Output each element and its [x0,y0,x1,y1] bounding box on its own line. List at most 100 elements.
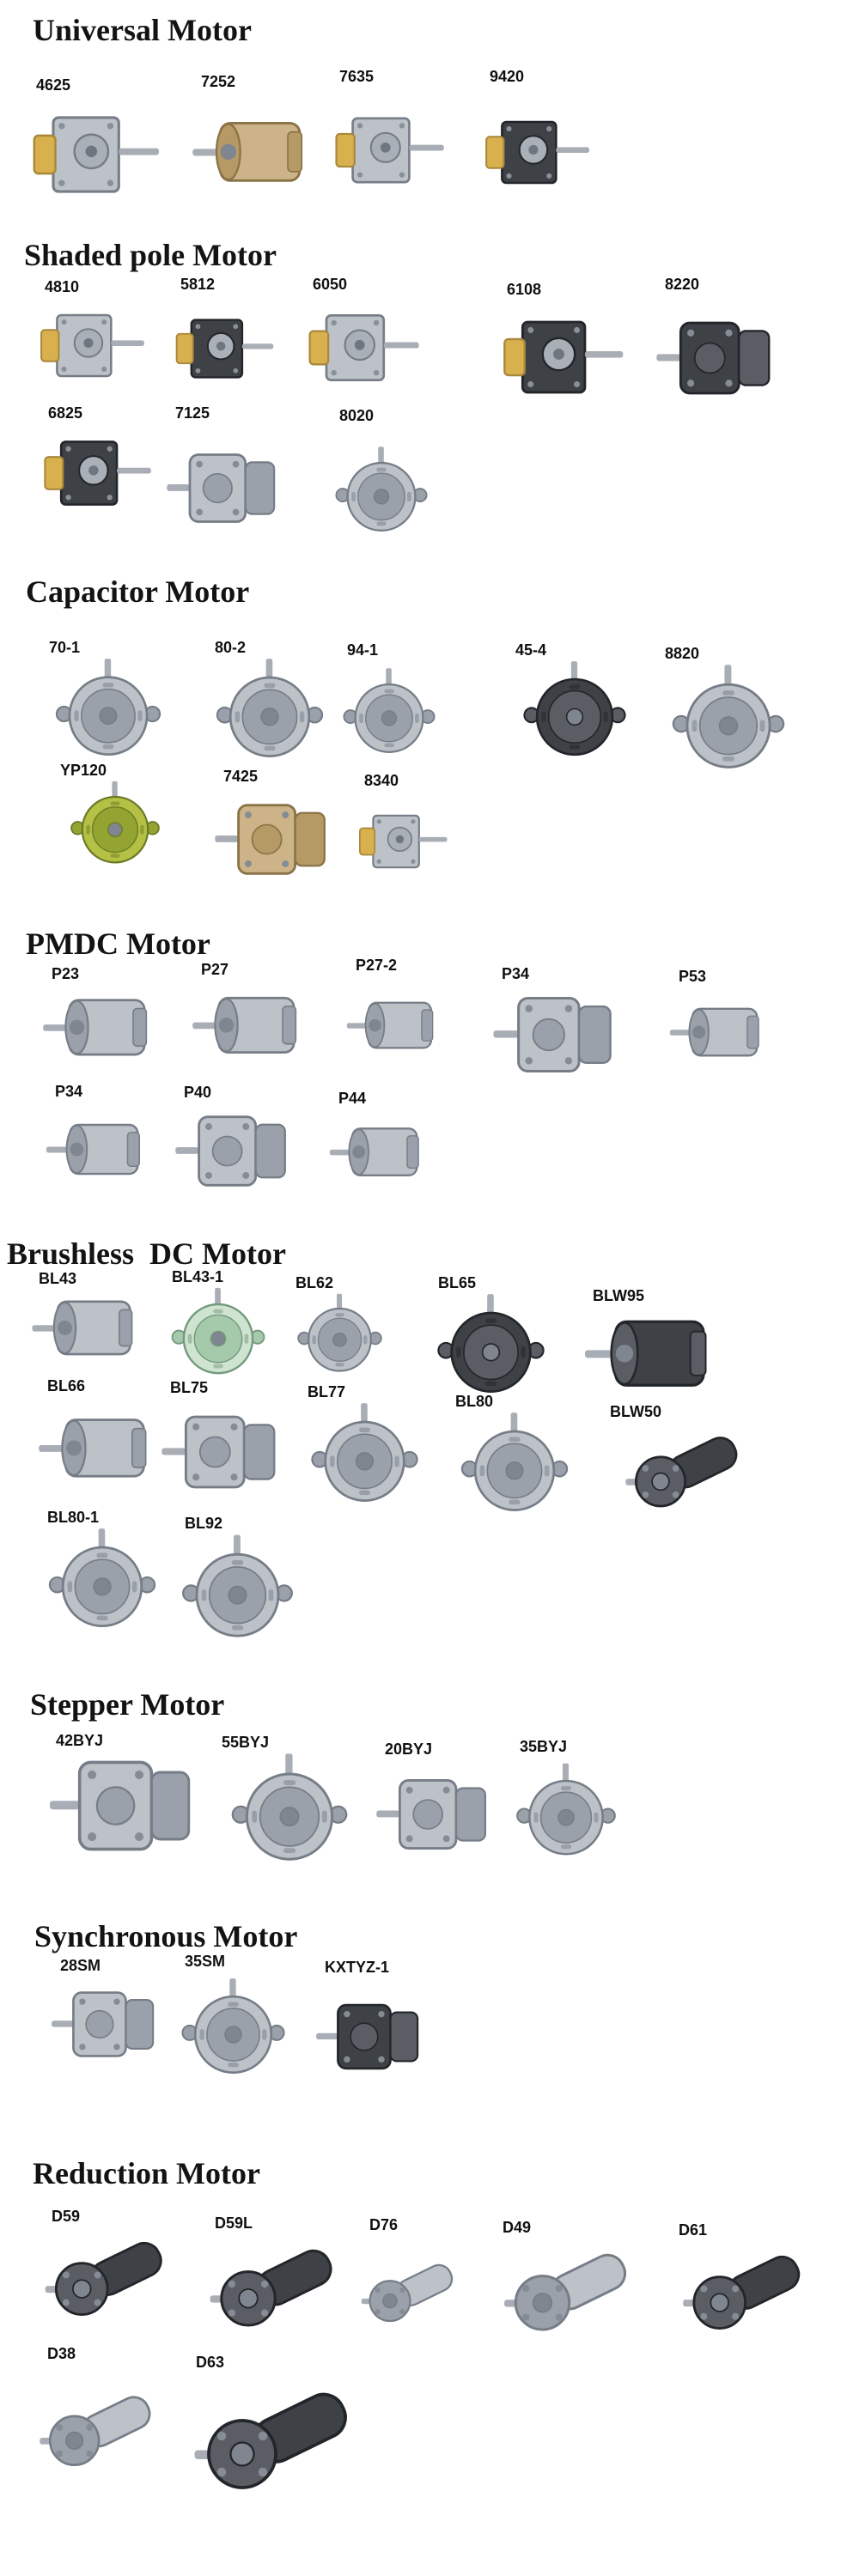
motor-item-7635: 7635 [329,67,448,215]
motor-model-label: BL66 [47,1377,86,1394]
motor-photo [204,657,335,760]
motor-photo [34,296,148,395]
motor-item-p44: P44 [328,1089,433,1198]
motor-photo [329,86,448,215]
motor-front-icon [217,659,322,756]
motor-item-55byj: 55BYJ [211,1733,368,1863]
motor-gear-icon [210,2245,337,2325]
motor-front-icon [336,447,426,531]
motor-photo [211,1752,368,1863]
motor-front-icon [298,1294,381,1371]
motor-item-28sm: 28SM [50,1956,168,2074]
motor-model-label: 45-4 [515,641,547,659]
motor-model-label: D49 [503,2219,532,2236]
motor-model-label: 5812 [180,276,216,293]
motor-front-icon [312,1403,417,1500]
motor-item-6050: 6050 [302,275,423,402]
motor-side-icon [192,123,302,180]
motor-item-42byj: 42BYJ [46,1731,210,1862]
motor-cframe-icon [41,315,144,376]
motor-model-label: D38 [47,2345,76,2362]
motor-item-yp120: YP120 [50,761,180,866]
motor-photo [213,786,340,893]
section-title-universal: Universal Motor [33,13,252,47]
motor-item-d38: D38 [37,2344,159,2492]
motor-front-icon [71,781,159,863]
motor-model-label: 20BYJ [385,1741,433,1758]
motor-photo [41,2226,172,2324]
motor-model-label: 28SM [60,1957,101,1974]
motor-item-35sm: 35SM [174,1952,292,2082]
motor-photo [491,983,627,1086]
motor-model-label: BL92 [185,1515,223,1532]
motor-item-bl43: BL43 [28,1269,150,1370]
motor-boxy-icon [316,2005,417,2069]
motor-front-icon [182,1978,283,2073]
motor-model-label: 6108 [507,281,542,298]
motor-photo [37,1527,168,1630]
motor-side-icon [670,1009,758,1055]
section-title-pmdc: PMDC Motor [26,927,210,961]
motor-model-label: P23 [52,965,80,982]
motor-model-label: BL43 [39,1270,77,1287]
motor-side-icon [43,1000,146,1054]
motor-model-label: 7252 [201,73,236,90]
motor-side-icon [39,1420,145,1477]
motor-cframe-icon [177,320,274,378]
motor-model-label: 35SM [185,1953,226,1970]
motor-photo [337,659,442,762]
motor-photo [26,94,163,215]
motor-model-label: 55BYJ [222,1734,270,1751]
motor-photo [329,425,434,554]
motor-photo [45,1101,155,1200]
motor-item-p34: P34 [491,964,627,1086]
motor-item-p23: P23 [41,964,163,1073]
motor-model-label: 7425 [223,768,259,785]
motor-front-icon [524,661,624,755]
motor-photo [505,659,644,758]
motor-model-label: P34 [502,965,530,982]
motor-item-4810: 4810 [34,277,148,395]
section-title-shaded-pole: Shaded pole Motor [24,238,277,272]
motor-model-label: D76 [369,2216,399,2233]
motor-item-bl92: BL92 [174,1514,301,1640]
motor-model-label: BL80 [455,1393,494,1410]
motor-side-icon [347,1003,433,1048]
motor-item-20byj: 20BYJ [375,1740,501,1870]
motor-item-p53: P53 [668,967,773,1080]
motor-photo [345,975,447,1078]
motor-model-label: P34 [55,1083,83,1100]
motor-front-icon [517,1764,615,1855]
motor-photo [161,1286,275,1376]
motor-boxy-icon [493,998,610,1071]
motor-item-8340: 8340 [354,771,450,893]
motor-model-label: BL65 [438,1274,477,1291]
motor-gear-icon [625,1433,741,1506]
motor-cframe-icon [34,118,159,191]
motor-front-icon [344,668,434,752]
motor-photo [39,657,178,758]
motor-model-label: YP120 [60,762,107,779]
motor-model-label: 7635 [339,68,375,85]
motor-side-icon [330,1128,418,1175]
motor-model-label: 4810 [45,278,80,295]
motor-photo [204,2233,344,2336]
motor-model-label: 6050 [313,276,348,293]
motor-side-icon [33,1302,132,1354]
motor-photo [186,2372,363,2500]
motor-item-6825: 6825 [38,404,155,524]
motor-photo [445,1411,584,1514]
motor-item-70-1: 70-1 [39,638,178,758]
motor-model-label: BL75 [170,1379,209,1396]
motor-item-d63: D63 [186,2353,363,2500]
motor-photo [328,1108,433,1198]
motor-photo [492,2237,644,2340]
motor-photo [655,294,785,422]
motor-photo [174,1102,301,1200]
motor-photo [497,299,627,416]
motor-front-icon [173,1288,265,1373]
motor-item-bl75: BL75 [160,1378,290,1507]
motor-front-icon [50,1528,155,1625]
motor-photo [191,91,320,215]
motor-item-8020: 8020 [329,406,434,554]
